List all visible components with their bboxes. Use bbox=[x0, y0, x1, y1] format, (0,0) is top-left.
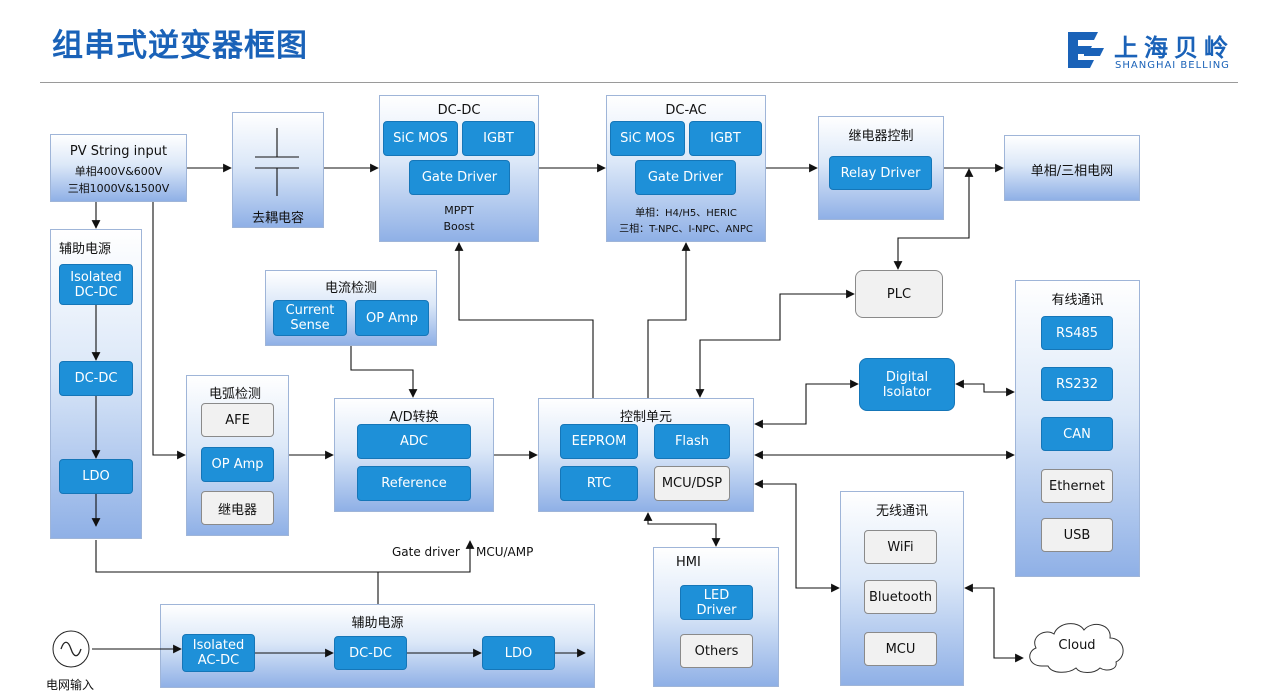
decoupling-capacitor-block: 去耦电容 bbox=[232, 112, 324, 228]
aux-left-isolated-dcdc: Isolated DC-DC bbox=[59, 264, 133, 305]
dcdc-sic-mos: SiC MOS bbox=[383, 121, 458, 156]
pv-title: PV String input bbox=[69, 144, 168, 159]
header-divider bbox=[40, 82, 1238, 83]
usb-block: USB bbox=[1041, 518, 1113, 552]
grid-label: 单相/三相电网 bbox=[1030, 164, 1114, 179]
digital-isolator-block: Digital Isolator bbox=[859, 358, 955, 411]
arc-afe: AFE bbox=[201, 403, 274, 437]
arc-detect-title: 电弧检测 bbox=[209, 387, 262, 402]
ethernet-block: Ethernet bbox=[1041, 469, 1113, 503]
dcac-sic-mos: SiC MOS bbox=[610, 121, 685, 156]
dcac-gate-driver: Gate Driver bbox=[635, 160, 736, 195]
aux-left-dcdc: DC-DC bbox=[59, 361, 133, 396]
belling-logo-icon bbox=[1064, 30, 1108, 74]
wireless-mcu-block: MCU bbox=[864, 632, 937, 666]
pv-line2: 三相1000V&1500V bbox=[67, 182, 170, 195]
decap-label: 去耦电容 bbox=[251, 211, 304, 226]
relay-control-title: 继电器控制 bbox=[848, 129, 914, 144]
grid-output-block: 单相/三相电网 bbox=[1004, 135, 1140, 201]
logo-name-en: SHANGHAI BELLING bbox=[1115, 60, 1230, 71]
current-detect-title: 电流检测 bbox=[324, 281, 377, 296]
wired-comm-title: 有线通讯 bbox=[1051, 293, 1104, 308]
logo-name-cn: 上海贝岭 bbox=[1114, 34, 1234, 62]
reference-block: Reference bbox=[357, 466, 471, 501]
aux-bottom-isolated-acdc: Isolated AC-DC bbox=[182, 634, 255, 672]
hmi-title: HMI bbox=[676, 555, 701, 570]
ac-source-icon bbox=[50, 628, 92, 670]
dcac-note1: 单相：H4/H5、HERIC bbox=[635, 208, 737, 219]
current-sense: Current Sense bbox=[273, 300, 347, 336]
current-op-amp: OP Amp bbox=[355, 300, 429, 336]
plc-block: PLC bbox=[855, 270, 943, 318]
control-unit-title: 控制单元 bbox=[619, 410, 672, 425]
dcac-note2: 三相：T-NPC、I-NPC、ANPC bbox=[619, 224, 753, 235]
led-driver-block: LED Driver bbox=[680, 585, 753, 620]
rtc-block: RTC bbox=[560, 466, 638, 501]
aux-left-title: 辅助电源 bbox=[59, 242, 112, 257]
cloud-icon bbox=[1022, 616, 1132, 674]
gate-driver-label: Gate driver bbox=[392, 545, 460, 559]
rs232-block: RS232 bbox=[1041, 367, 1113, 401]
aux-bottom-dcdc: DC-DC bbox=[334, 636, 407, 670]
relay-driver: Relay Driver bbox=[829, 156, 932, 190]
mains-input-label: 电网输入 bbox=[46, 678, 95, 692]
flash-block: Flash bbox=[654, 424, 730, 459]
can-block: CAN bbox=[1041, 417, 1113, 451]
bluetooth-block: Bluetooth bbox=[864, 580, 937, 614]
dcac-title: DC-AC bbox=[665, 103, 707, 118]
dcdc-title: DC-DC bbox=[437, 103, 481, 118]
arc-relay: 继电器 bbox=[201, 491, 274, 525]
wifi-block: WiFi bbox=[864, 530, 937, 564]
ad-convert-title: A/D转换 bbox=[389, 410, 439, 425]
wireless-comm-title: 无线通讯 bbox=[875, 504, 928, 519]
mcu-dsp-block: MCU/DSP bbox=[654, 466, 730, 501]
dcdc-igbt: IGBT bbox=[462, 121, 535, 156]
aux-bottom-ldo: LDO bbox=[482, 636, 555, 670]
aux-left-ldo: LDO bbox=[59, 459, 133, 494]
aux-bottom-title: 辅助电源 bbox=[351, 616, 404, 631]
dcac-igbt: IGBT bbox=[689, 121, 762, 156]
hmi-others-block: Others bbox=[680, 634, 753, 668]
rs485-block: RS485 bbox=[1041, 316, 1113, 350]
dcdc-gate-driver: Gate Driver bbox=[409, 160, 510, 195]
adc-block: ADC bbox=[357, 424, 471, 459]
page-title: 组串式逆变器框图 bbox=[52, 28, 308, 64]
pv-line1: 单相400V&600V bbox=[74, 165, 163, 178]
mcu-amp-label: MCU/AMP bbox=[476, 545, 534, 559]
pv-string-input-block: PV String input 单相400V&600V 三相1000V&1500… bbox=[50, 134, 187, 202]
dcdc-note2: Boost bbox=[443, 220, 475, 233]
eeprom-block: EEPROM bbox=[560, 424, 638, 459]
cloud-label: Cloud bbox=[1058, 638, 1096, 653]
dcdc-note1: MPPT bbox=[444, 204, 474, 217]
arc-op-amp: OP Amp bbox=[201, 447, 274, 482]
